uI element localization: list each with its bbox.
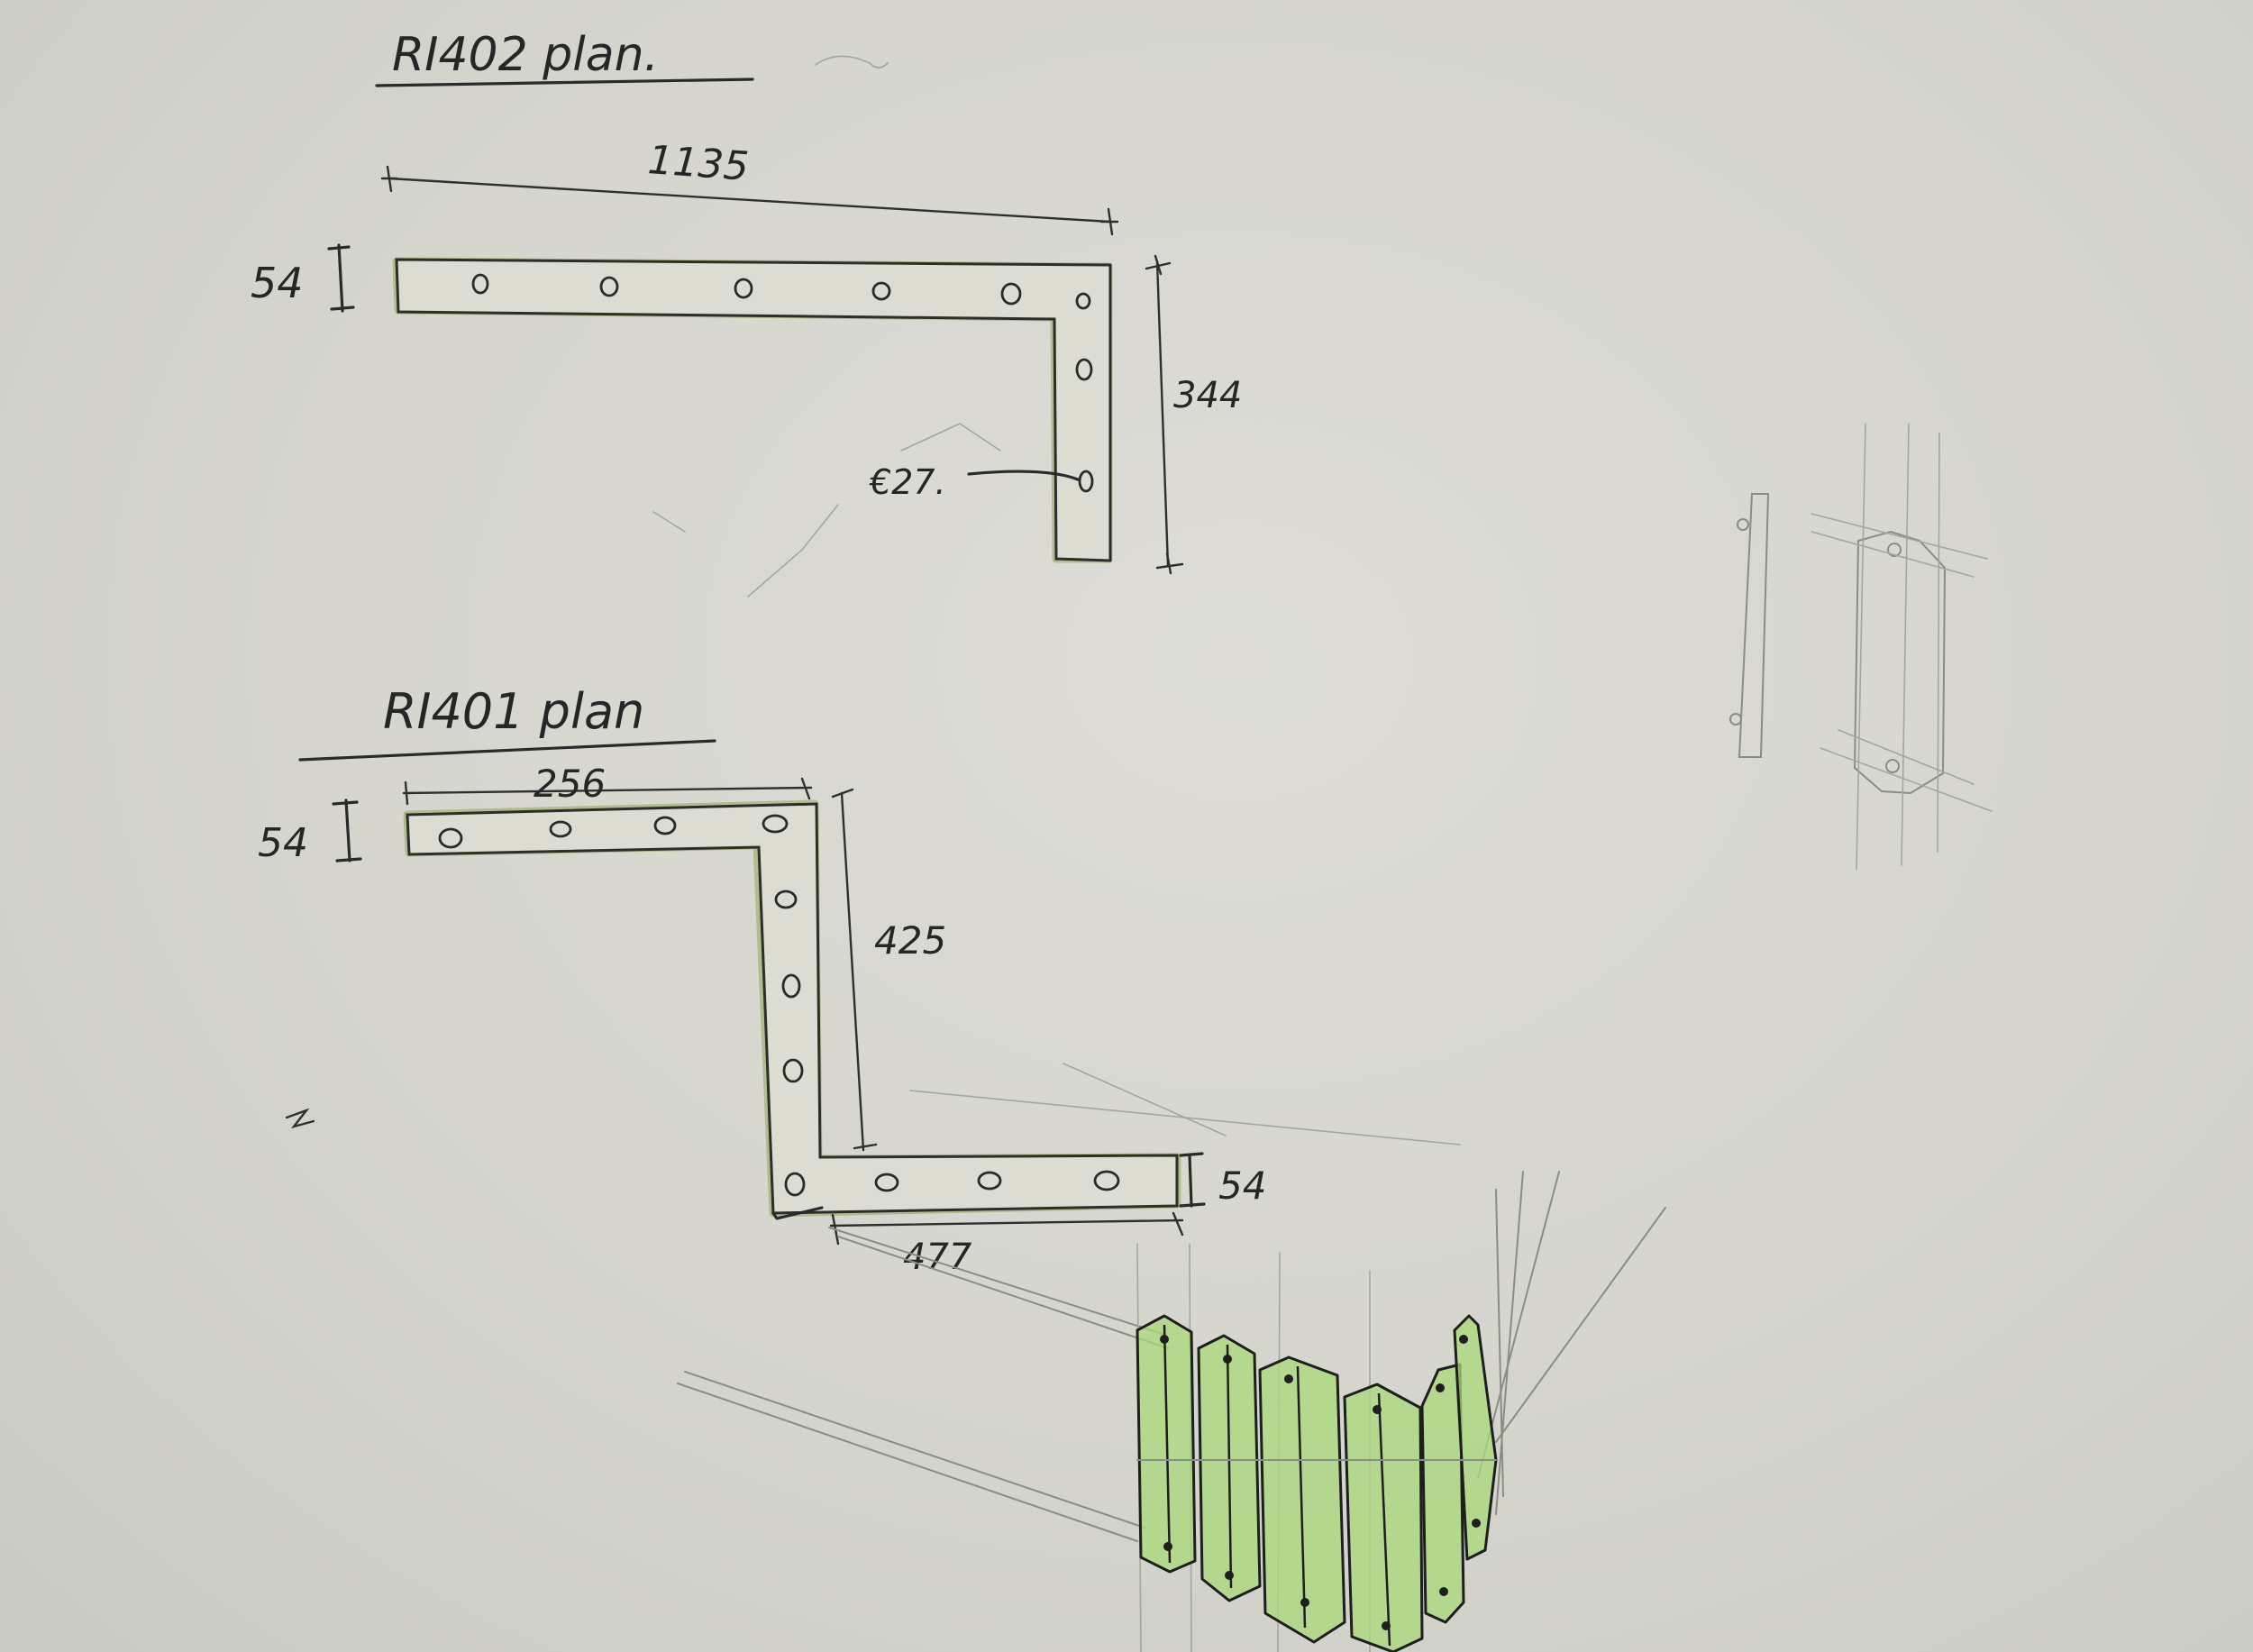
panel-hole — [1300, 1598, 1309, 1607]
panel-hole — [1284, 1374, 1293, 1383]
perspective-line — [1495, 1171, 1524, 1515]
ri402-length-tick-right — [1099, 207, 1119, 236]
ri402-title-underline — [375, 78, 754, 87]
ri401-width-top-label: 54 — [258, 820, 308, 866]
ri401-z-bar — [406, 802, 1179, 1215]
scribble-mark — [285, 1108, 315, 1129]
green-panel — [1420, 1363, 1465, 1624]
ri401-vertical-ticks — [831, 788, 878, 1150]
ri402-length-tick-left — [380, 165, 398, 193]
ri401-corner-stroke — [771, 1206, 824, 1220]
panel-hole — [1436, 1383, 1445, 1392]
ri401-title: RI401 plan — [383, 683, 644, 740]
panel-hole — [1160, 1335, 1169, 1344]
perspective-line — [1495, 1207, 1666, 1443]
panel-hole — [1439, 1587, 1448, 1596]
ri401-width-dimension-bottom — [1179, 1152, 1206, 1208]
ri401-bottom-length-label: 477 — [903, 1237, 972, 1278]
panel-fold-line — [1163, 1324, 1391, 1647]
ri401-hole — [1093, 1170, 1120, 1191]
perspective-line — [1495, 1189, 1504, 1497]
panel-hole — [1382, 1621, 1391, 1630]
ri402-length-label: 1135 — [646, 137, 750, 190]
perspective-line — [677, 1383, 1138, 1542]
ri401-bottom-ticks — [831, 1211, 1184, 1246]
ri402-hole — [471, 273, 489, 295]
ri402-width-dimension — [327, 243, 355, 313]
front-panel-hole — [1885, 759, 1900, 773]
ri402-height-dimension-line — [1155, 260, 1170, 568]
ri401-hole — [977, 1171, 1002, 1191]
ri402-hole — [599, 276, 619, 297]
ri402-height-tick-bottom — [1155, 552, 1184, 575]
side-profile-hole — [1737, 518, 1749, 531]
ri402-hole-label: €27. — [869, 462, 946, 502]
ri401-hole — [762, 814, 789, 834]
ri402-title: RI402 plan. — [392, 28, 659, 82]
ri402-length-dimension-line — [388, 177, 1112, 224]
scribble-mark — [815, 55, 889, 68]
ri401-title-underline — [298, 739, 716, 762]
ri402-group: RI402 plan. 1135 54 €27. 344 — [251, 28, 1242, 598]
ri402-hole-leader — [967, 470, 1080, 481]
ri401-group: RI401 plan 256 54 425 54 — [258, 683, 1266, 1278]
panel-hole — [1459, 1335, 1468, 1344]
ri401-hole — [784, 1172, 806, 1197]
front-panel-hole — [1887, 543, 1902, 557]
panel-hole — [1472, 1519, 1481, 1528]
ri401-vertical-label: 425 — [874, 918, 946, 963]
ri401-top-ticks — [404, 777, 811, 806]
ri402-l-bar — [395, 258, 1112, 562]
side-profile-bar — [1738, 493, 1770, 758]
ri402-height-label: 344 — [1173, 375, 1242, 416]
panel-hole — [1225, 1571, 1234, 1580]
ri402-hole — [734, 278, 753, 299]
ri401-hole — [653, 816, 677, 835]
ri402-hole — [1075, 358, 1093, 381]
ri402-hole — [1075, 292, 1091, 310]
ri401-hole — [874, 1173, 899, 1192]
ri402-height-tick-top — [1145, 254, 1172, 276]
panel-perspective-sketch — [1136, 1314, 1498, 1652]
ri402-hole — [871, 281, 891, 301]
ri401-hole — [781, 973, 801, 999]
side-profile-hole — [1729, 713, 1742, 726]
perspective-line — [684, 1371, 1145, 1529]
perspective-line — [909, 1063, 1461, 1145]
ri401-hole — [782, 1058, 804, 1083]
ri401-top-dimension-line — [402, 786, 813, 795]
ri401-vertical-dimension-line — [840, 791, 865, 1152]
ri402-hole — [1000, 282, 1022, 306]
ghost-mark — [652, 504, 839, 598]
ri401-top-length-label: 256 — [534, 762, 606, 806]
construction-line — [1811, 513, 1993, 812]
front-panel-outline — [1853, 530, 1947, 795]
construction-line — [1856, 423, 1940, 871]
ri401-hole — [438, 827, 463, 849]
panel-hole — [1223, 1355, 1232, 1364]
ri401-hole — [549, 820, 572, 838]
ri401-bottom-dimension-line — [829, 1218, 1184, 1228]
perspective-line — [828, 1227, 1163, 1335]
ri401-hole — [774, 890, 798, 909]
side-detail-sketch — [1729, 423, 1993, 871]
perspective-line — [837, 1236, 1169, 1349]
panel-hole — [1373, 1405, 1382, 1414]
panel-hole — [1163, 1542, 1172, 1551]
ri402-hole — [1078, 470, 1094, 493]
ri401-width-bottom-label: 54 — [1218, 1164, 1266, 1208]
ri402-width-label: 54 — [251, 259, 304, 307]
ri401-width-dimension-top — [332, 799, 362, 863]
ghost-mark — [900, 423, 1001, 452]
